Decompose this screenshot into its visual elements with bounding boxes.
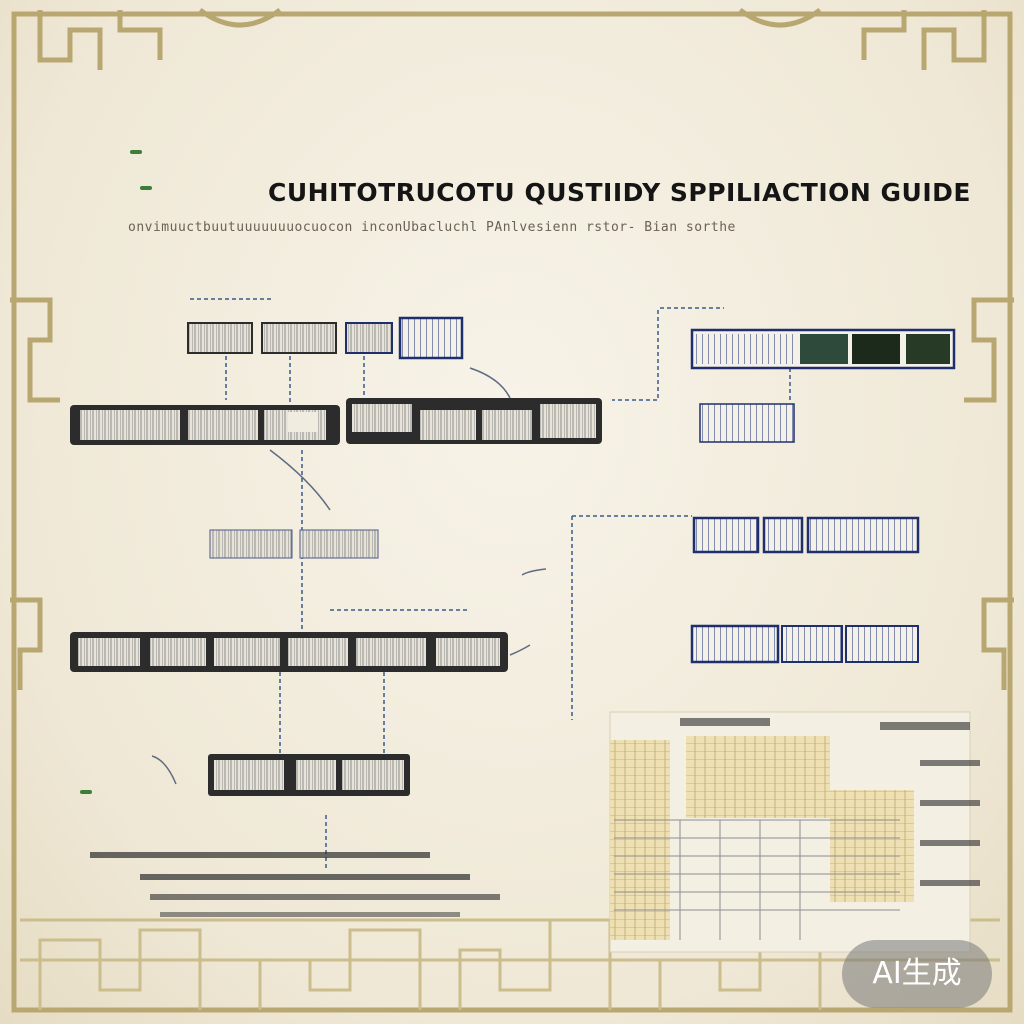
right-block-row-2 [692,516,920,554]
table-collage [609,711,980,953]
rail-block-1 [70,398,602,445]
mid-text-bars [209,529,379,559]
bottom-block [208,754,410,796]
block [345,322,393,354]
right-block-row-3 [690,624,919,664]
block [398,316,464,360]
section-tag [80,790,92,794]
guide-subtitle: onvimuuctbuutuuuuuuuocuocon inconUbacluc… [128,220,736,235]
section-tag [130,150,142,154]
right-block-row-1 [690,328,956,443]
top-block-row [187,316,464,360]
guide-title: CUHITOTRUCOTU QUSTIIDY SPPILIACTION GUID… [268,178,971,207]
block [187,322,253,354]
rail-block-2 [70,632,508,672]
section-tag [140,186,152,190]
ai-generated-watermark: AI生成 [842,940,992,1008]
bottom-text-lines [90,852,500,917]
block [261,322,337,354]
